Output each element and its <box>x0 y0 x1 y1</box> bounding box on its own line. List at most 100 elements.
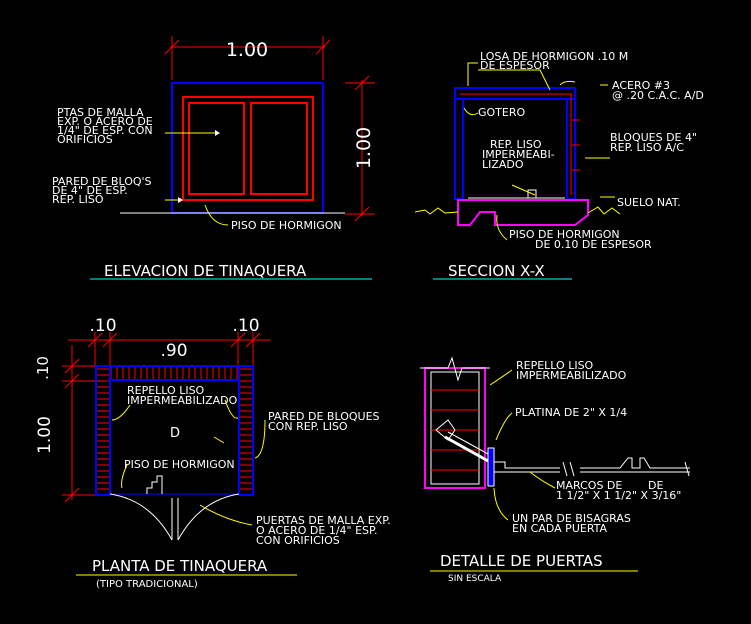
section-note-steel-line: ACERO #3 <box>612 79 670 92</box>
section-note-plaster: REP. LISO IMPERMEABI- LIZADO <box>482 138 558 171</box>
plan-left-dimensions <box>62 345 96 503</box>
detail-note-hinges: UN PAR DE BISAGRAS EN CADA PUERTA <box>512 512 634 535</box>
elevation-title: ELEVACION DE TINAQUERA <box>104 262 307 280</box>
detail-frames <box>494 457 690 473</box>
detail-view: REPELLO LISO IMPERMEABILIZADO PLATINA DE… <box>420 356 690 584</box>
elevation-door-left <box>188 102 245 195</box>
section-note-plaster-line: IMPERMEABI- <box>482 148 555 161</box>
detail-note-plaster: REPELLO LISO IMPERMEABILIZADO <box>516 359 627 382</box>
plan-note-plaster-line: REPELLO LISO <box>127 384 205 397</box>
section-rebar <box>460 93 580 195</box>
section-note-plaster-line: LIZADO <box>482 158 524 171</box>
section-note-blocks-line: BLOQUES DE 4" <box>610 131 697 144</box>
section-note-floor: PISO DE HORMIGON DE 0.10 DE ESPESOR <box>509 228 652 251</box>
plan-title: PLANTA DE TINAQUERA <box>92 557 268 575</box>
detail-wall-inner <box>430 371 480 485</box>
plan-dim-height: 1.00 <box>35 416 55 454</box>
elevation-width-label: 1.00 <box>226 39 268 61</box>
plan-view: .10 .10 .90 .10 1.00 D <box>34 316 394 590</box>
plan-note-wall-line: PARED DE BLOQUES <box>268 410 380 423</box>
section-note-slab-line: LOSA DE HORMIGON .10 M <box>480 50 628 63</box>
plan-note-floor: PISO DE HORMIGON <box>124 458 235 471</box>
section-note-slab-line: DE ESPESOR <box>480 59 550 72</box>
detail-leaders <box>489 369 556 521</box>
plan-dim-left: .10 <box>89 316 116 336</box>
elevation-door-right <box>250 102 308 195</box>
plan-leaders <box>111 399 266 526</box>
plan-wall-left <box>95 365 111 496</box>
section-drain <box>527 189 537 199</box>
plan-dim-right: .10 <box>232 316 259 336</box>
section-view: LOSA DE HORMIGON .10 M DE ESPESOR ACERO … <box>414 50 704 280</box>
plan-note-doors-line: O ACERO DE 1/4" ESP. <box>256 524 377 537</box>
elevation-view: 1.00 1.00 PTAS DE MALLA EXP. O ACERO DE <box>52 36 375 280</box>
elevation-note-floor: PISO DE HORMIGON <box>231 219 342 232</box>
section-leaders <box>463 62 615 241</box>
detail-anchor-bar <box>444 435 491 464</box>
elevation-height-dimension <box>345 75 375 222</box>
detail-break-right <box>562 461 690 477</box>
plan-note-doors: PUERTAS DE MALLA EXP. O ACERO DE 1/4" ES… <box>256 514 394 547</box>
section-note-floor-line: PISO DE HORMIGON <box>509 228 620 241</box>
section-title: SECCION X-X <box>448 262 545 280</box>
section-note-blocks-line: REP. LISO A/C <box>610 141 684 154</box>
section-ground-right <box>587 206 621 215</box>
plan-dim-mid: .90 <box>160 341 187 361</box>
detail-note-hinges-line: EN CADA PUERTA <box>512 522 608 535</box>
section-note-floor-line: DE 0.10 DE ESPESOR <box>535 238 652 251</box>
detail-note-frames-line: MARCOS DE <box>556 479 622 492</box>
plan-note-wall: PARED DE BLOQUES CON REP. LISO <box>268 410 383 433</box>
plan-step <box>146 475 163 494</box>
plan-wall-top <box>109 365 240 381</box>
plan-dim-top-v: .10 <box>34 356 52 380</box>
detail-anchor <box>435 419 491 456</box>
detail-note-plaster-line: REPELLO LISO <box>516 359 594 372</box>
plan-drain-mark: D <box>170 426 180 441</box>
detail-title: DETALLE DE PUERTAS <box>440 552 603 570</box>
plan-door-swings <box>109 493 240 541</box>
detail-note-hinges-line: UN PAR DE BISAGRAS <box>512 512 631 525</box>
section-note-steel-line: @ .20 C.A.C. A/D <box>612 89 704 102</box>
section-floor <box>457 199 589 226</box>
section-note-soil: SUELO NAT. <box>617 196 681 209</box>
detail-note-plate: PLATINA DE 2" X 1/4 <box>515 406 627 419</box>
elevation-door-frame <box>182 96 314 201</box>
section-note-steel: ACERO #3 @ .20 C.A.C. A/D <box>612 79 704 102</box>
detail-note-frames-line: DE <box>648 479 663 492</box>
detail-note-frames-line: 1 1/2" X 1 1/2" X 3/16" <box>556 489 681 502</box>
detail-break-mark <box>420 356 490 382</box>
elevation-note-mesh-line: 1/4" DE ESP. CON <box>57 124 153 137</box>
elevation-note-wall: PARED DE BLOQ'S DE 4" DE ESP. REP. LISO <box>52 175 155 206</box>
elevation-note-wall-line: REP. LISO <box>52 193 104 206</box>
plan-note-doors-line: PUERTAS DE MALLA EXP. <box>256 514 391 527</box>
detail-subtitle: SIN ESCALA <box>448 574 502 584</box>
section-wall-left <box>454 98 464 200</box>
section-note-slab: LOSA DE HORMIGON .10 M DE ESPESOR <box>480 50 632 72</box>
section-ground-left <box>414 207 459 215</box>
section-slab <box>454 87 576 100</box>
detail-note-frames: MARCOS DE DE 1 1/2" X 1 1/2" X 3/16" <box>556 479 681 502</box>
elevation-note-mesh: PTAS DE MALLA EXP. O ACERO DE 1/4" DE ES… <box>57 106 156 146</box>
plan-note-plaster-line: IMPERMEABILIZADO <box>127 394 238 407</box>
elevation-arrow-mesh <box>215 130 220 136</box>
elevation-arrow-wall <box>178 197 183 203</box>
elevation-note-wall-line: DE 4" DE ESP. <box>52 184 128 197</box>
elevation-leaders <box>165 132 229 226</box>
plan-wall-right <box>238 365 254 496</box>
detail-note-plaster-line: IMPERMEABILIZADO <box>516 369 627 382</box>
elevation-note-wall-line: PARED DE BLOQ'S <box>52 175 152 188</box>
section-note-blocks: BLOQUES DE 4" REP. LISO A/C <box>610 131 701 154</box>
elevation-width-dimension <box>164 36 331 80</box>
elevation-note-mesh-line: EXP. O ACERO DE <box>57 115 153 128</box>
detail-plate <box>487 447 495 487</box>
plan-note-doors-line: CON ORIFICIOS <box>256 534 340 547</box>
section-note-drip: GOTERO <box>478 106 525 119</box>
elevation-note-mesh-line: PTAS DE MALLA <box>57 106 144 119</box>
elevation-note-mesh-line: ORIFICIOS <box>57 133 113 146</box>
plan-subtitle: (TIPO TRADICIONAL) <box>96 579 198 590</box>
plan-top-dimensions <box>68 332 270 366</box>
plan-note-wall-line: CON REP. LISO <box>268 420 348 433</box>
section-note-plaster-line: REP. LISO <box>490 138 542 151</box>
elevation-height-label: 1.00 <box>353 127 375 169</box>
